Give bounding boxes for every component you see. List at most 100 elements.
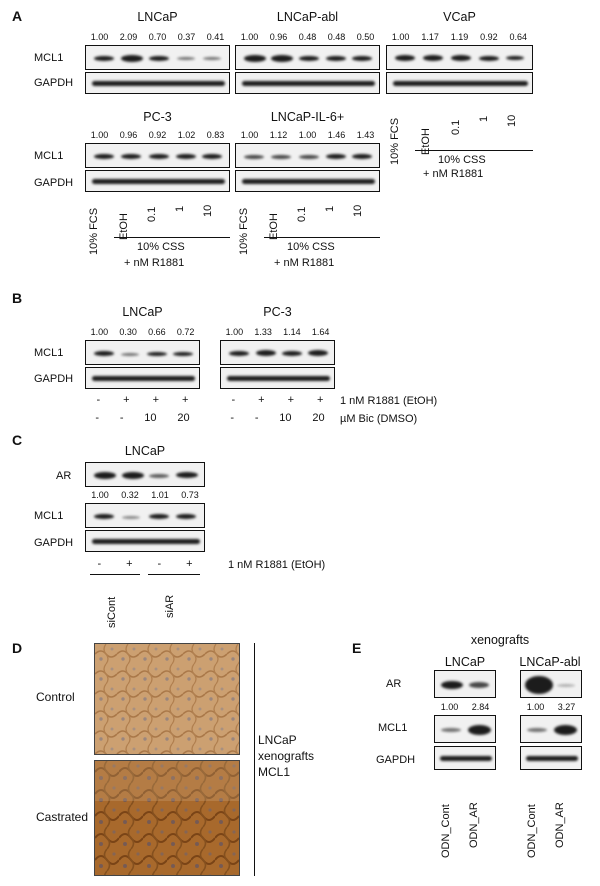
blot-a-pc3-mcl1 xyxy=(85,143,230,168)
density-value: 1.00 xyxy=(91,490,109,500)
signs-b-pc3-bic: - - 10 20 xyxy=(220,412,335,424)
row-label-gapdh: GAPDH xyxy=(34,537,74,549)
densities-e-abl: 1.00 3.27 xyxy=(520,702,582,712)
group-bracket-c-sicont xyxy=(90,574,140,575)
density-value: 1.19 xyxy=(450,32,469,42)
density-value: 1.00 xyxy=(240,32,259,42)
density-value: 0.72 xyxy=(176,327,195,337)
group-label-a-pc3-css: 10% CSS xyxy=(137,241,185,253)
density-value: 0.96 xyxy=(269,32,288,42)
density-value: 0.66 xyxy=(148,327,166,337)
sign: - xyxy=(157,558,162,570)
lane-label-a-pc3-01: 0.1 xyxy=(146,206,158,222)
blot-a-abl-gapdh xyxy=(235,72,380,94)
lane-label-a-il6-01: 0.1 xyxy=(296,206,308,222)
blot-e-abl-gapdh xyxy=(520,746,582,770)
sign: - xyxy=(96,394,101,406)
label-c-r1881: 1 nM R1881 (EtOH) xyxy=(228,559,326,571)
blot-title-c-lncap: LNCaP xyxy=(124,444,166,458)
lane-label-a-il6-fcs: 10% FCS xyxy=(238,207,250,255)
density-value: 0.92 xyxy=(148,130,167,140)
blot-title-b-lncap: LNCaP xyxy=(122,305,163,319)
row-label-ar: AR xyxy=(56,470,72,482)
sign: 10 xyxy=(144,412,157,424)
blot-b-pc3-gapdh xyxy=(220,367,335,389)
density-value: 1.64 xyxy=(311,327,330,337)
row-label-mcl1: MCL1 xyxy=(34,150,64,162)
sign: - xyxy=(230,412,235,424)
density-value: 1.00 xyxy=(526,702,545,712)
sign: + xyxy=(152,394,160,406)
sign: - xyxy=(97,558,102,570)
sign: 20 xyxy=(312,412,325,424)
row-label-gapdh: GAPDH xyxy=(34,77,74,89)
sign: 10 xyxy=(279,412,292,424)
density-value: 0.48 xyxy=(298,32,317,42)
label-b-r1881: 1 nM R1881 (EtOH) xyxy=(340,395,438,407)
group-bracket-a-il6 xyxy=(264,237,380,238)
blot-a-lncap-gapdh xyxy=(85,72,230,94)
densities-e-lncap: 1.00 2.84 xyxy=(434,702,496,712)
row-label-gapdh: GAPDH xyxy=(34,177,74,189)
lane-label-a-pc3-fcs: 10% FCS xyxy=(88,207,100,255)
blot-e-lncap-gapdh xyxy=(434,746,496,770)
panel-letter-b: B xyxy=(12,290,23,306)
group-label-a-il6-css: 10% CSS xyxy=(287,241,335,253)
densities-a-pc3: 1.00 0.96 0.92 1.02 0.83 xyxy=(85,130,230,140)
density-value: 0.92 xyxy=(480,32,498,42)
signs-b-lncap-bic: - - 10 20 xyxy=(85,412,200,424)
group-bracket-c-siar xyxy=(148,574,200,575)
row-label-ar: AR xyxy=(386,678,402,690)
blot-title-b-pc3: PC-3 xyxy=(263,305,292,319)
side-label-d-1: LNCaP xyxy=(258,733,297,747)
row-label-mcl1: MCL1 xyxy=(34,510,64,522)
density-value: 0.73 xyxy=(181,490,199,500)
blot-e-abl-mcl1 xyxy=(520,715,582,743)
density-value: 0.83 xyxy=(206,130,225,140)
sign: + xyxy=(258,394,265,406)
blot-title-e-lncap: LNCaP xyxy=(444,655,486,669)
density-value: 1.00 xyxy=(440,702,459,712)
density-value: 1.12 xyxy=(269,130,288,140)
sign: - xyxy=(119,412,124,424)
density-value: 0.30 xyxy=(119,327,137,337)
density-value: 0.41 xyxy=(206,32,225,42)
blot-title-vcap: VCaP xyxy=(443,10,476,24)
signs-b-pc3-r1881: - + + + xyxy=(220,394,335,406)
row-label-castrated: Castrated xyxy=(36,810,89,824)
blot-e-lncap-ar xyxy=(434,670,496,698)
blot-title-pc3: PC-3 xyxy=(143,110,172,124)
group-label-c-siar: siAR xyxy=(164,594,176,618)
density-value: 3.27 xyxy=(557,702,576,712)
blot-b-lncap-gapdh xyxy=(85,367,200,389)
density-value: 1.00 xyxy=(391,32,410,42)
blot-b-lncap-mcl1 xyxy=(85,340,200,365)
blot-c-gapdh xyxy=(85,530,205,552)
density-value: 1.01 xyxy=(151,490,169,500)
sign: + xyxy=(287,394,295,406)
densities-a-lncap: 1.00 2.09 0.70 0.37 0.41 xyxy=(85,32,230,42)
blot-title-lncap: LNCaP xyxy=(137,10,178,24)
sign: + xyxy=(186,558,193,570)
ihc-image-control xyxy=(94,643,240,755)
densities-c: 1.00 0.32 1.01 0.73 xyxy=(85,490,205,500)
densities-b-lncap: 1.00 0.30 0.66 0.72 xyxy=(85,327,200,337)
density-value: 0.48 xyxy=(327,32,346,42)
lane-label-e-lncap-cont: ODN_Cont xyxy=(440,804,452,858)
lane-label-a-il6-etoh: EtOH xyxy=(268,213,280,240)
density-value: 1.00 xyxy=(90,327,109,337)
row-label-control: Control xyxy=(36,690,75,704)
group-bracket-a-pc3 xyxy=(114,237,230,238)
lane-label-a-vcap-10: 10 xyxy=(506,114,518,127)
density-value: 1.00 xyxy=(90,130,109,140)
sign: - xyxy=(254,412,259,424)
blot-a-lncap-mcl1 xyxy=(85,45,230,70)
density-value: 0.50 xyxy=(356,32,375,42)
group-label-a-vcap-r1881: + nM R1881 xyxy=(423,168,484,180)
panel-letter-a: A xyxy=(12,8,23,24)
label-b-bic: µM Bic (DMSO) xyxy=(340,413,418,425)
sign: + xyxy=(317,394,324,406)
density-value: 1.17 xyxy=(421,32,439,42)
row-label-gapdh: GAPDH xyxy=(376,754,416,766)
density-value: 0.37 xyxy=(177,32,196,42)
